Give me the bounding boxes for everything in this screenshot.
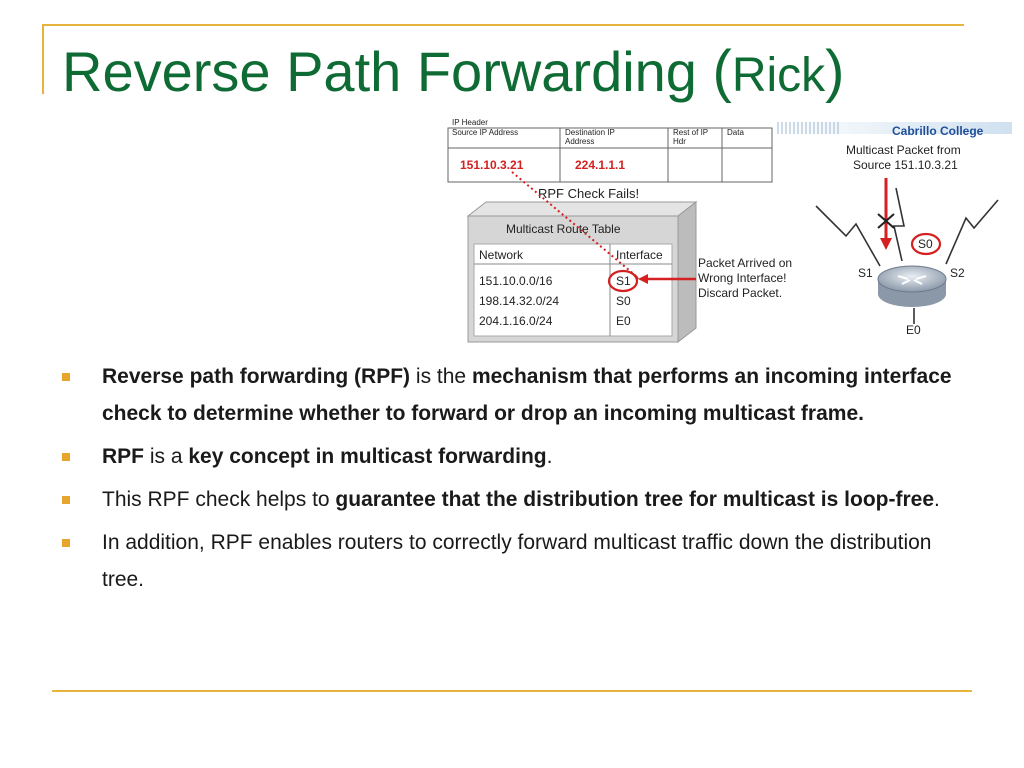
col-source-ip: Source IP Address: [452, 128, 518, 137]
frame-top-line: [42, 24, 964, 26]
route-row-3-network: 204.1.16.0/24: [479, 314, 553, 328]
packet-from-1: Multicast Packet from: [846, 143, 961, 157]
packet-note-3: Discard Packet.: [698, 286, 782, 300]
bullet-item: In addition, RPF enables routers to corr…: [62, 524, 962, 598]
frame-bottom-line: [52, 690, 972, 692]
college-name: Cabrillo College: [892, 124, 984, 138]
router-body-top: [877, 265, 947, 293]
frame-left-line: [42, 24, 44, 94]
title-main: Reverse Path Forwarding: [62, 40, 697, 103]
bullet-1-part-2: is the: [410, 365, 472, 388]
link-s2-bolt: [945, 199, 999, 265]
s0-highlight-circle: [910, 232, 942, 256]
x-mark-b: [877, 213, 895, 229]
incoming-packet-arrowhead: [880, 238, 892, 250]
col-dest-ip-1: Destination IP: [565, 128, 615, 137]
bullet-marker: [62, 539, 70, 547]
col-rest-hdr-2: Hdr: [673, 137, 686, 146]
ip-header-box: [447, 127, 773, 183]
iface-s1: S1: [858, 266, 873, 280]
route-table-side: [677, 200, 697, 344]
route-table-body: [473, 243, 673, 337]
bullet-2-part-2: is a: [144, 445, 189, 468]
packet-note-2: Wrong Interface!: [698, 271, 787, 285]
packet-from-2: Source 151.10.3.21: [853, 158, 958, 172]
college-stripe-ticks: [777, 122, 839, 134]
bullet-2-part-1: RPF: [102, 445, 144, 468]
bullet-item: This RPF check helps to guarantee that t…: [62, 481, 962, 518]
discard-arrowhead: [638, 274, 648, 284]
bullet-1-part-3: mechanism that performs an incoming inte…: [102, 365, 952, 425]
title-author: Rick: [731, 49, 826, 102]
col-dest-ip-2: Address: [565, 137, 594, 146]
ip-header-table: IP Header Source IP Address Destination …: [447, 118, 773, 183]
title-paren-close: ): [825, 39, 845, 104]
bullet-3-part-1: This RPF check helps to: [102, 488, 336, 511]
bullet-2-part-4: .: [546, 445, 553, 468]
ip-header-label: IP Header: [452, 118, 488, 127]
link-s0-bolt: [892, 187, 905, 262]
col-rest-hdr-1: Rest of IP: [673, 128, 708, 137]
bullet-3-part-3: .: [934, 488, 940, 511]
route-row-3-interface: E0: [616, 314, 631, 328]
bullet-marker: [62, 496, 70, 504]
route-row-1-network: 151.10.0.0/16: [479, 274, 553, 288]
title-paren-open: (: [712, 39, 732, 104]
rpf-dotted-line: [511, 171, 637, 277]
bullet-list: Reverse path forwarding (RPF) is the mec…: [62, 358, 962, 604]
dest-ip-value: 224.1.1.1: [575, 158, 625, 172]
router-icon: [877, 265, 947, 307]
route-row-2-network: 198.14.32.0/24: [479, 294, 559, 308]
iface-s0: S0: [918, 237, 933, 251]
route-header-interface: Interface: [616, 248, 663, 262]
bullet-1-part-1: Reverse path forwarding (RPF): [102, 365, 411, 388]
rpf-fails-label: RPF Check Fails!: [538, 186, 639, 201]
bullet-item: Reverse path forwarding (RPF) is the mec…: [62, 358, 962, 432]
bullet-3-part-2: guarantee that the distribution tree for…: [335, 488, 934, 511]
route-row-2-interface: S0: [616, 294, 631, 308]
bullet-item: RPF is a key concept in multicast forwar…: [62, 438, 962, 475]
packet-note-1: Packet Arrived on: [698, 256, 792, 270]
source-ip-value: 151.10.3.21: [460, 158, 524, 172]
route-table: Multicast Route Table Network Interface …: [466, 200, 698, 344]
link-s1-bolt: [815, 205, 881, 267]
col-data: Data: [727, 128, 744, 137]
route-row-1-interface: S1: [616, 274, 631, 288]
slide-title: Reverse Path Forwarding (Rick): [62, 36, 845, 112]
iface-e0: E0: [906, 323, 921, 337]
route-table-top: [466, 201, 698, 217]
rpf-dotted-end: [635, 275, 639, 280]
iface-s2: S2: [950, 266, 965, 280]
bullet-2-part-3: key concept in multicast forwarding: [188, 445, 547, 468]
bullet-marker: [62, 453, 70, 461]
route-header-network: Network: [479, 248, 524, 262]
rpf-diagram-svg: IP Header Source IP Address Destination …: [447, 118, 1012, 344]
bullet-marker: [62, 373, 70, 381]
s1-highlight-circle: [607, 269, 639, 293]
route-table-title: Multicast Route Table: [506, 222, 621, 236]
router-arrows: [897, 275, 927, 285]
rpf-diagram: IP Header Source IP Address Destination …: [446, 116, 1012, 344]
bullet-4-part-1: In addition, RPF enables routers to corr…: [102, 531, 932, 591]
